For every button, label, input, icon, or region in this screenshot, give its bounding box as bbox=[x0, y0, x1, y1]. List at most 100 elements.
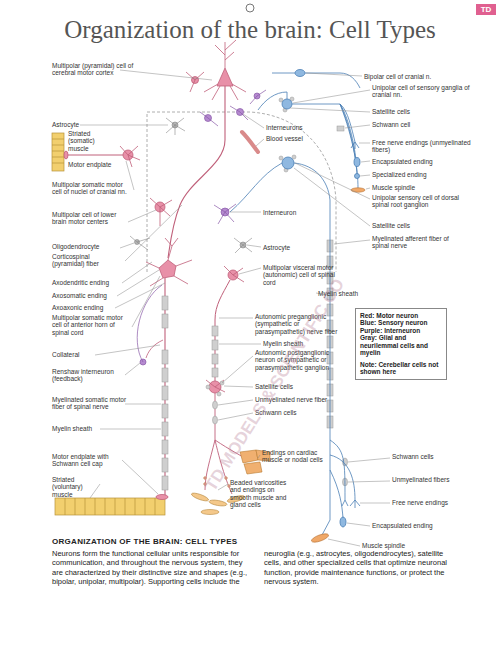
myelin-sheath bbox=[213, 401, 218, 409]
myelin-sheath bbox=[212, 340, 218, 350]
myelin-sheath bbox=[337, 126, 344, 131]
motor-neuron bbox=[146, 238, 192, 286]
sensory-neuron bbox=[340, 517, 346, 527]
part-label: Interneurons bbox=[266, 124, 326, 131]
striated-muscle bbox=[52, 133, 64, 171]
sensory-neuron bbox=[354, 158, 360, 167]
sensory-neuron bbox=[230, 70, 360, 536]
caption: Neurons form the functional cellular uni… bbox=[52, 549, 462, 587]
legend-text: Blue: Sensory neuron bbox=[360, 319, 442, 326]
sensory-neuron bbox=[258, 92, 358, 188]
legend-text: Note: Cerebellar cells not shown here bbox=[360, 361, 442, 376]
myelin-sheath bbox=[162, 350, 168, 364]
motor-neuron bbox=[120, 146, 140, 167]
part-label: Encapsulated ending bbox=[372, 158, 462, 165]
pyramidal-cell bbox=[168, 40, 246, 258]
part-label: Muscle spindle bbox=[372, 184, 462, 191]
smooth-muscle bbox=[201, 510, 219, 515]
motor-neuron bbox=[146, 340, 163, 358]
logo-mark: TD bbox=[476, 4, 496, 15]
leader-line bbox=[290, 73, 370, 244]
pyramidal-cell bbox=[186, 72, 204, 92]
motor-neuron bbox=[206, 380, 225, 392]
part-label: Multipolar cell of lower brain motor cen… bbox=[52, 211, 127, 226]
motor-neuron bbox=[156, 495, 168, 500]
part-label: Collateral bbox=[52, 351, 112, 358]
myelin-sheath bbox=[212, 326, 218, 336]
part-label: Myelin sheath bbox=[52, 425, 112, 432]
myelin-sheath bbox=[162, 386, 168, 400]
caption-heading: ORGANIZATION OF THE BRAIN: CELL TYPES bbox=[52, 537, 352, 546]
part-label: Myelinated somatic motor fiber of spinal… bbox=[52, 396, 137, 411]
part-label: Corticospinal (pyramidal) fiber bbox=[52, 253, 122, 268]
motor-neuron bbox=[159, 260, 176, 278]
part-label: Motor endplate with Schwann cell cap bbox=[52, 453, 122, 468]
part-label: Schwann cells bbox=[392, 453, 452, 460]
part-label: Encapsulated ending bbox=[372, 522, 452, 529]
part-label: Satellite cells bbox=[372, 222, 452, 229]
myelin-sheath bbox=[162, 440, 168, 454]
part-label: Multipolar (pyramidal) cell of cerebral … bbox=[52, 62, 144, 77]
part-label: Striated (voluntary) muscle bbox=[52, 476, 102, 498]
glial-cell bbox=[130, 236, 150, 250]
myelin-sheath bbox=[162, 476, 168, 490]
glial-cell bbox=[130, 118, 252, 253]
interneuron bbox=[137, 90, 266, 365]
pyramidal-cell bbox=[217, 68, 233, 86]
part-label: Unipolar cell of sensory ganglia of cran… bbox=[372, 84, 472, 99]
sensory-neuron bbox=[322, 440, 355, 535]
myelin-sheath bbox=[212, 368, 218, 377]
myelin-sheath bbox=[162, 296, 168, 310]
part-label: Striated (somatic) muscle bbox=[68, 130, 108, 152]
part-label: Renshaw interneuron (feedback) bbox=[52, 368, 122, 383]
blood-vessel bbox=[242, 132, 258, 152]
pyramidal-cell bbox=[168, 86, 225, 258]
striated-muscle bbox=[52, 139, 64, 163]
part-label: Astrocyte bbox=[52, 121, 112, 128]
part-label: Unmyelinated fibers bbox=[392, 476, 462, 483]
legend-box: Red: Motor neuronBlue: Sensory neuronPur… bbox=[355, 308, 447, 380]
sensory-neuron bbox=[282, 157, 294, 169]
myelin-sheath bbox=[162, 368, 168, 382]
part-label: Oligodendrocyte bbox=[52, 243, 122, 250]
sensory-neuron bbox=[342, 500, 360, 508]
myelin-sheath bbox=[162, 422, 168, 436]
part-label: Bipolar cell of cranial n. bbox=[364, 73, 474, 80]
part-label: Free nerve endings bbox=[392, 499, 462, 506]
part-label: Unipolar sensory cell of dorsal spinal r… bbox=[372, 194, 467, 209]
sensory-neuron bbox=[355, 174, 360, 179]
part-label: Astrocyte bbox=[263, 244, 323, 251]
part-label: Myelinated afferent fiber of spinal nerv… bbox=[372, 235, 467, 250]
legend-text: Red: Motor neuron bbox=[360, 312, 442, 319]
glial-cell bbox=[166, 118, 185, 135]
muscle-spindle bbox=[311, 532, 330, 544]
part-label: Endings on cardiac muscle or nodal cells bbox=[262, 449, 327, 464]
myelin-sheath bbox=[206, 385, 210, 389]
sensory-neuron bbox=[282, 99, 292, 109]
striated-muscle bbox=[52, 133, 165, 515]
leader-line bbox=[328, 458, 390, 546]
motor-neuron bbox=[67, 155, 123, 156]
myelin-sheath bbox=[212, 354, 218, 364]
motor-neuron bbox=[64, 151, 68, 159]
interneuron bbox=[137, 285, 162, 362]
motor-neuron bbox=[150, 198, 172, 226]
legend-text: Gray: Glial and neurilemmal cells and my… bbox=[360, 334, 442, 356]
myelin-sheath bbox=[292, 155, 296, 159]
smooth-muscle bbox=[228, 485, 231, 488]
striated-muscle bbox=[55, 498, 165, 515]
part-label: Schwann cell bbox=[372, 121, 452, 128]
myelin-sheath bbox=[162, 458, 168, 472]
binder-hole bbox=[246, 4, 254, 12]
striated-muscle bbox=[65, 498, 155, 515]
page-title: Organization of the brain: Cell Types bbox=[0, 16, 500, 44]
part-label: Motor endplate bbox=[68, 161, 118, 168]
myelin-sheath bbox=[162, 404, 168, 418]
muscle-spindle bbox=[351, 188, 365, 192]
sensory-neuron bbox=[295, 70, 305, 77]
part-label: Axoaxonic ending bbox=[52, 304, 132, 311]
motor-neuron bbox=[224, 266, 244, 282]
smooth-muscle bbox=[191, 492, 210, 503]
